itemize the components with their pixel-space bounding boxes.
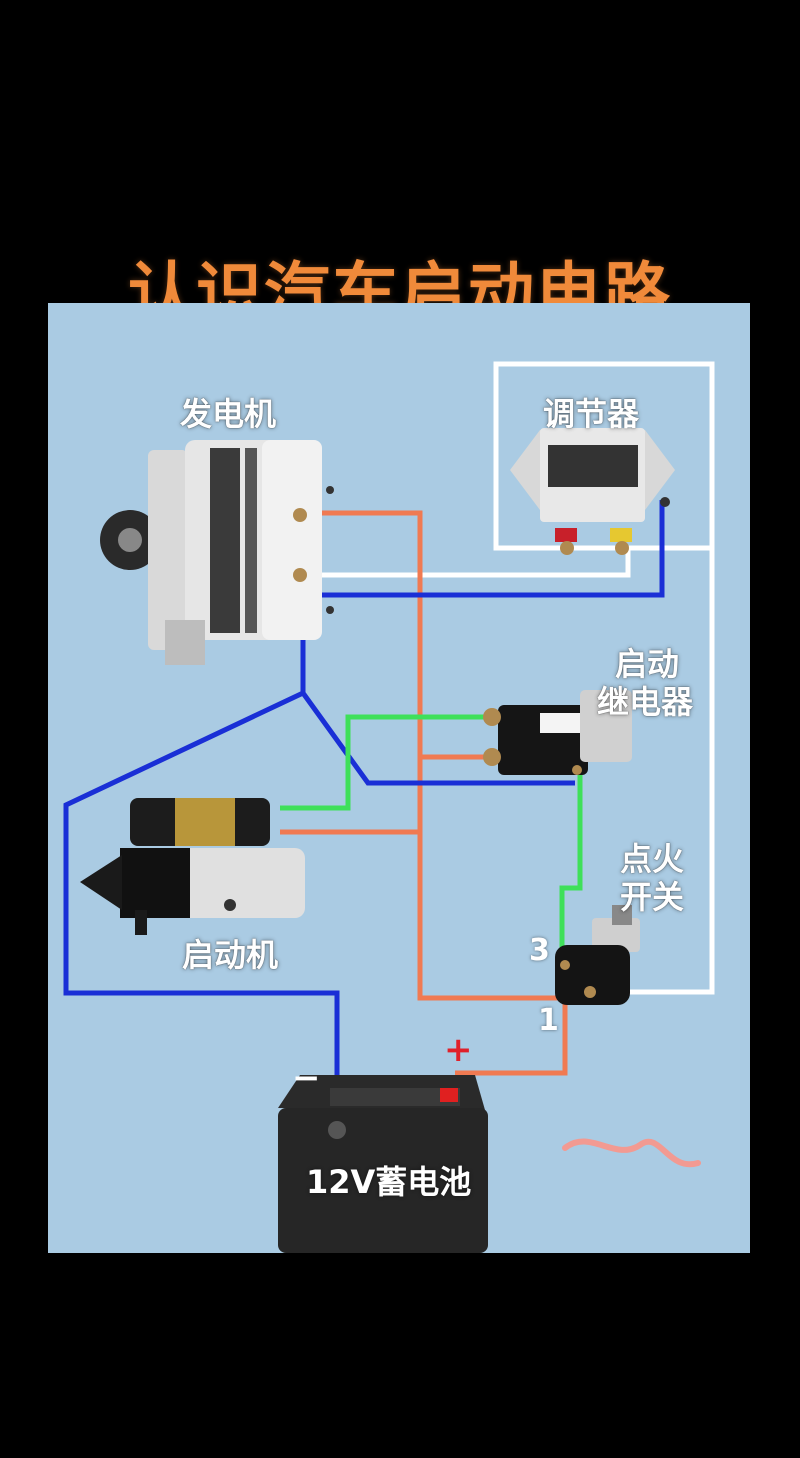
red-wire-main: [300, 510, 568, 1076]
white-wire-generator-regulator: [300, 548, 631, 578]
ignition-switch-label-2: 开关: [620, 878, 685, 916]
blue-wire-ground: [63, 500, 665, 1130]
starter-label: 启动机: [182, 936, 279, 974]
battery-image: [278, 1075, 488, 1253]
decorative-scribble: [562, 1138, 701, 1168]
starter-motor-image: [80, 798, 305, 935]
ignition-switch-label-1: 点火: [620, 840, 685, 878]
terminal-3-label: 3: [529, 933, 550, 968]
regulator-frame: [493, 361, 715, 551]
generator-image: [100, 440, 334, 665]
negative-sign: −: [292, 1058, 321, 1098]
terminal-1-label: 1: [538, 1003, 559, 1038]
start-relay-image: [483, 690, 632, 775]
generator-label: 发电机: [180, 395, 277, 433]
start-relay-label-1: 启动: [615, 645, 680, 683]
start-relay-label-2: 继电器: [597, 683, 694, 721]
green-wire-relay-ignition: [559, 768, 583, 975]
green-wire-starter-relay: [280, 714, 490, 811]
regulator-label: 调节器: [543, 395, 640, 433]
ignition-switch-image: [555, 905, 640, 1005]
positive-sign: +: [444, 1030, 473, 1070]
battery-label: 12V蓄电池: [306, 1163, 472, 1201]
blue-wire-relay: [300, 691, 575, 786]
regulator-image: [510, 428, 675, 555]
